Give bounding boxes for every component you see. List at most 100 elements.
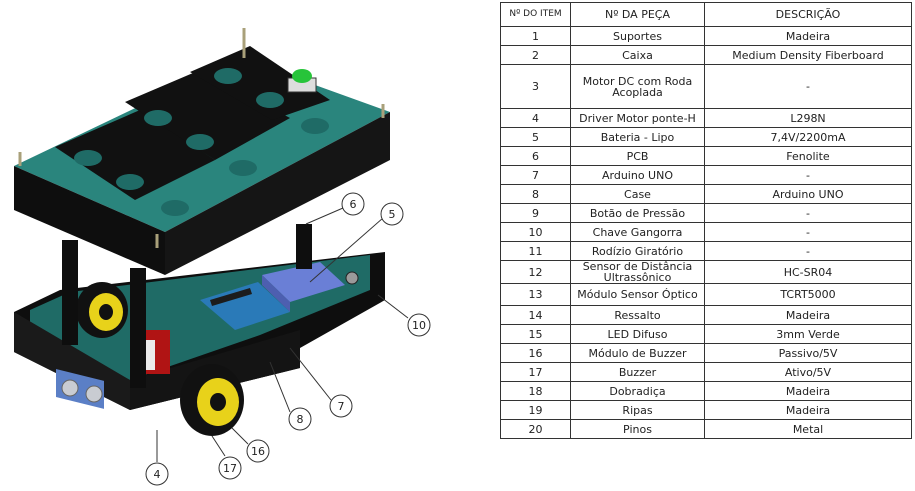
callout-label: 5 [389,208,396,221]
cell-part: Driver Motor ponte-H [570,108,705,128]
cell-desc: Madeira [704,400,912,420]
cell-desc: Madeira [704,26,912,46]
cell-desc: Ativo/5V [704,362,912,382]
callout-label: 17 [223,462,237,475]
cell-desc: 7,4V/2200mA [704,127,912,147]
cell-part: PCB [570,146,705,166]
cell-part: Sensor de Distância Ultrassônico [570,260,705,284]
cell-desc: - [704,241,912,261]
cell-desc: - [704,64,912,109]
cell-part: Suportes [570,26,705,46]
cell-item: 5 [500,127,571,147]
cell-part: Dobradiça [570,381,705,401]
cell-desc: Fenolite [704,146,912,166]
cell-part: Case [570,184,705,204]
header-part-number: Nº DA PEÇA [570,2,705,27]
callout-label: 8 [297,413,304,426]
callout-balloon [329,394,353,418]
header-description: DESCRIÇÃO [704,2,912,27]
arduino-board [200,282,290,330]
callout-balloon [407,313,431,337]
cell-desc: Metal [704,419,912,439]
cell-desc: Arduino UNO [704,184,912,204]
cell-item: 17 [500,362,571,382]
cell-part: Ripas [570,400,705,420]
callout-balloon [380,202,404,226]
cell-item: 3 [500,64,571,109]
cell-item: 16 [500,343,571,363]
cell-item: 4 [500,108,571,128]
cell-part: Ressalto [570,305,705,325]
callout-label: 6 [350,198,357,211]
callout-label: 4 [154,468,161,481]
cell-item: 15 [500,324,571,344]
cell-part: Buzzer [570,362,705,382]
cell-item: 13 [500,283,571,306]
cell-desc: TCRT5000 [704,283,912,306]
callout-balloon [246,439,270,463]
cell-part: Rodízio Giratório [570,241,705,261]
cell-part: LED Difuso [570,324,705,344]
cell-item: 7 [500,165,571,185]
header-item-number: Nº DO ITEM [500,2,571,27]
pins [18,28,385,248]
cell-part: Caixa [570,45,705,65]
callouts [156,207,409,462]
cell-part: Motor DC com Roda Acoplada [570,64,705,109]
top-lid [14,46,390,275]
cell-desc: HC-SR04 [704,260,912,284]
callout-balloon [218,456,242,480]
callout-label: 7 [338,400,345,413]
cell-part: Módulo Sensor Óptico [570,283,705,306]
cell-item: 2 [500,45,571,65]
cell-item: 11 [500,241,571,261]
callout-label: 10 [412,319,426,332]
cell-desc: Madeira [704,381,912,401]
push-button [287,69,317,93]
cell-desc: Passivo/5V [704,343,912,363]
cell-part: Bateria - Lipo [570,127,705,147]
callout-balloon [145,462,169,486]
cell-item: 19 [500,400,571,420]
caster-wheel [345,271,359,285]
cell-part: Botão de Pressão [570,203,705,223]
cell-part: Módulo de Buzzer [570,343,705,363]
cell-item: 6 [500,146,571,166]
cell-desc: Medium Density Fiberboard [704,45,912,65]
cell-item: 20 [500,419,571,439]
cell-part: Arduino UNO [570,165,705,185]
cell-item: 14 [500,305,571,325]
ultrasonic-sensor [56,368,104,409]
cell-desc: - [704,203,912,223]
cell-desc: 3mm Verde [704,324,912,344]
cell-item: 10 [500,222,571,242]
callout-balloon [288,407,312,431]
cell-desc: - [704,222,912,242]
cell-item: 18 [500,381,571,401]
cell-item: 12 [500,260,571,284]
front-wheel [180,364,244,436]
support-columns [62,224,312,388]
